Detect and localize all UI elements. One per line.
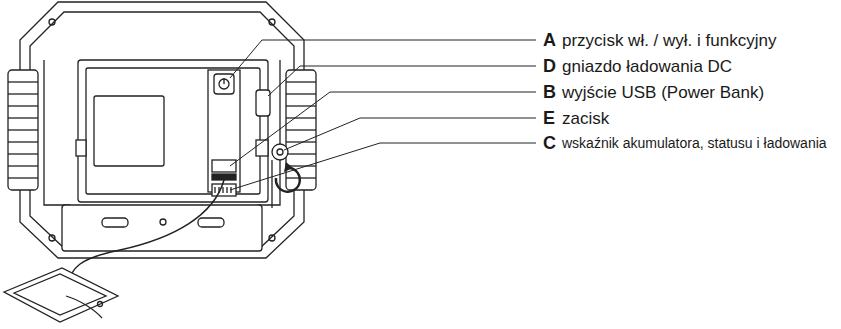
callout-text: wskaźnik akumulatora, statusu i ładowani… (562, 136, 827, 150)
label-panel (94, 96, 164, 166)
usb-port (212, 160, 236, 172)
indicator (212, 184, 236, 196)
callout-letter: A (543, 31, 556, 49)
usb-cable (68, 180, 224, 286)
screw (49, 235, 55, 241)
usb-socket (212, 174, 236, 180)
right-grip (286, 70, 316, 190)
callout-letter: B (543, 83, 556, 101)
screw (269, 235, 275, 241)
back-plate (78, 60, 268, 202)
stand (44, 60, 280, 205)
callout-text: przycisk wł. / wył. i funkcyjny (562, 32, 776, 49)
callout-text: gniazdo ładowania DC (562, 58, 732, 75)
callout-letter: D (543, 57, 556, 75)
callout-letter: E (543, 109, 555, 127)
callout-text: wyjście USB (Power Bank) (562, 84, 764, 101)
back-plate-inner (86, 68, 260, 194)
screw (269, 19, 275, 25)
control-strip (208, 70, 240, 192)
dc-socket (256, 90, 270, 116)
slot (198, 218, 224, 227)
stand-base (62, 205, 262, 251)
leader-lines (230, 40, 536, 190)
slot (102, 218, 128, 227)
clamp-knob (272, 144, 288, 160)
hole (160, 219, 166, 225)
callout-letter: C (543, 134, 556, 152)
screw (49, 19, 55, 25)
phone (4, 268, 118, 322)
clip (76, 140, 86, 156)
callout-text: zacisk (562, 110, 609, 127)
left-grip (8, 70, 38, 190)
